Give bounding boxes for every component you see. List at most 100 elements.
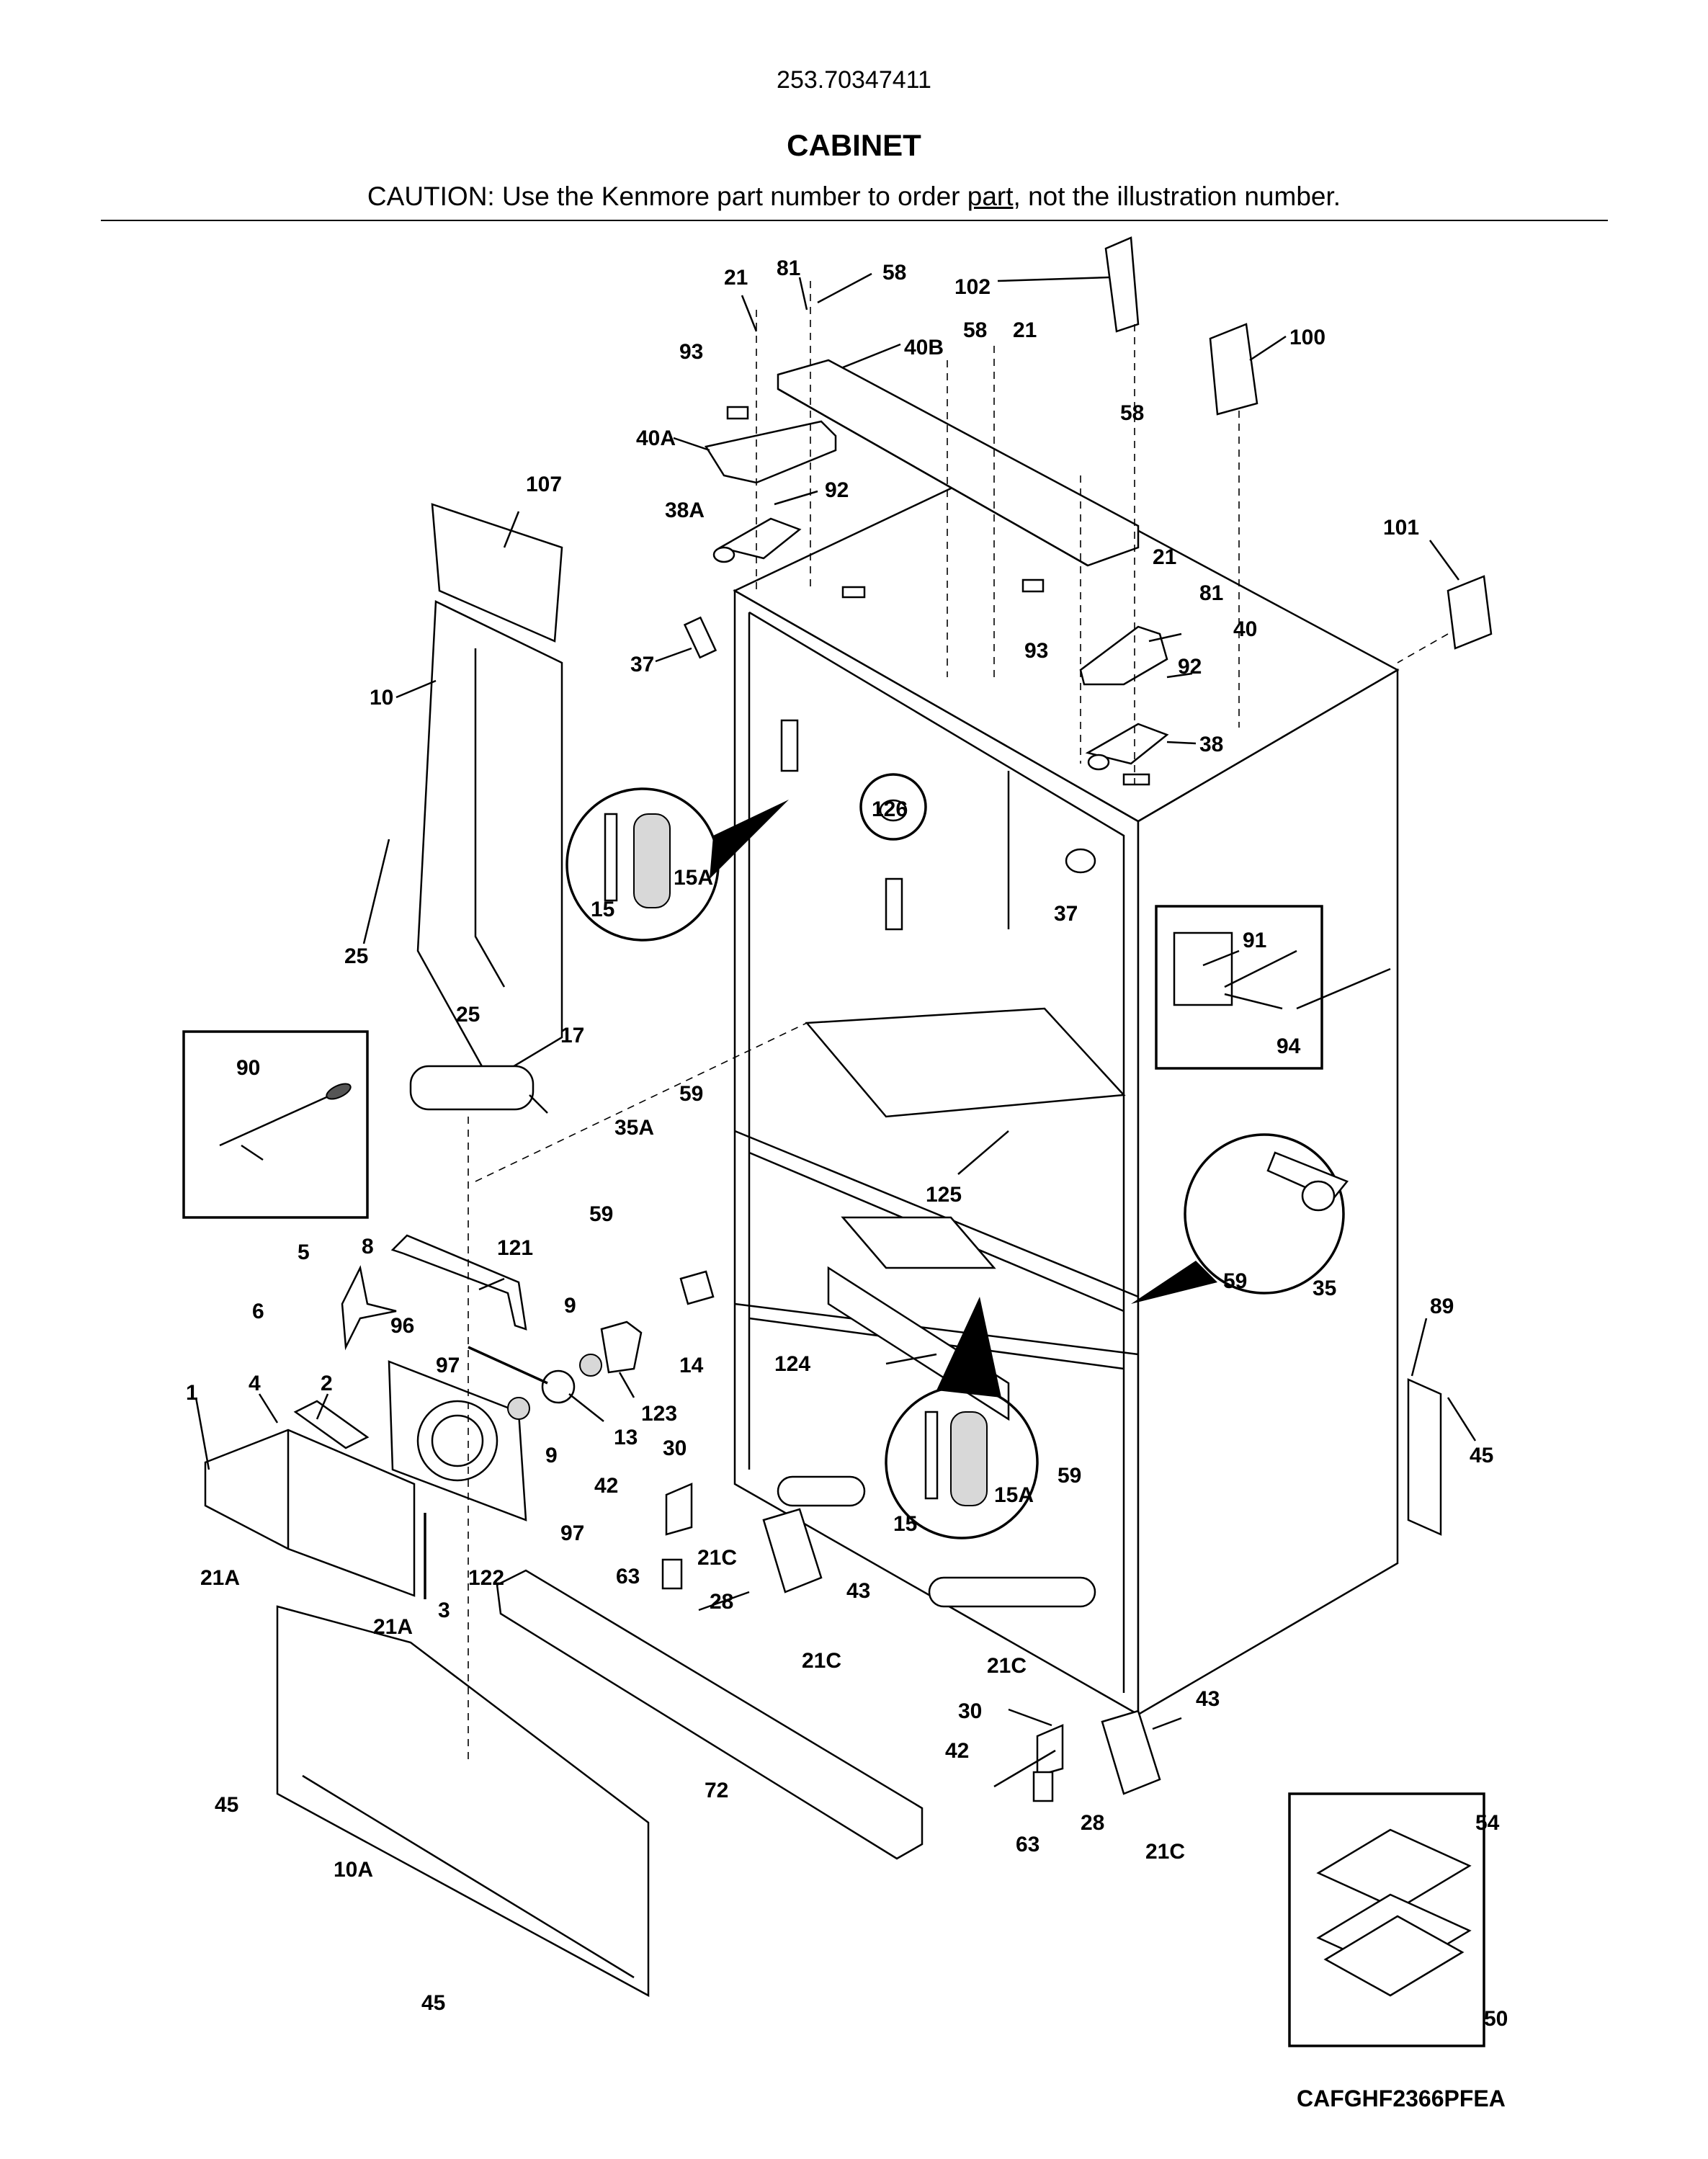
part-14-clip (679, 1270, 715, 1305)
header-rule (101, 220, 1608, 221)
callout-54: 54 (1475, 1811, 1500, 1835)
part-28-43-hinge-lower-left (762, 1508, 823, 1593)
part-37-bumpers (683, 616, 1096, 874)
part-30-brackets (665, 1483, 1064, 1777)
callout-63: 63 (616, 1565, 640, 1588)
part-91-94-switch (1173, 931, 1297, 1010)
callout-94: 94 (1276, 1034, 1301, 1058)
callout-59: 59 (1223, 1269, 1247, 1293)
callout-17: 17 (560, 1024, 584, 1047)
callout-90: 90 (236, 1056, 260, 1080)
callout-21a: 21A (373, 1615, 413, 1639)
caution-part-link: part (967, 182, 1014, 211)
callout-15a: 15A (674, 866, 713, 890)
callout-15: 15 (591, 898, 614, 921)
part-54-50-icemaker (1316, 1828, 1472, 1997)
callout-96: 96 (390, 1314, 414, 1338)
part-2-clip (293, 1400, 370, 1449)
callout-21: 21 (1013, 318, 1037, 342)
leader-lines (195, 272, 1477, 1788)
callout-21a: 21A (200, 1566, 240, 1590)
callout-21: 21 (724, 266, 748, 290)
callout-9: 9 (564, 1294, 576, 1318)
part-90-sensor (219, 1083, 352, 1147)
callout-81: 81 (777, 256, 800, 280)
callout-28: 28 (710, 1590, 733, 1614)
part-93-stops (726, 406, 1045, 593)
callout-21c: 21C (1145, 1840, 1185, 1864)
callout-45: 45 (1470, 1444, 1493, 1467)
diagram-code: CAFGHF2366PFEA (1297, 2086, 1506, 2111)
callout-101: 101 (1383, 516, 1419, 540)
detail-circle-35 (1184, 1133, 1345, 1295)
section-title: CABINET (787, 128, 921, 162)
callout-40a: 40A (636, 426, 676, 450)
callout-59: 59 (1058, 1464, 1081, 1488)
callout-21c: 21C (987, 1654, 1027, 1678)
callout-124: 124 (774, 1352, 810, 1376)
callout-35a: 35A (614, 1116, 654, 1140)
part-121-rail (390, 1234, 527, 1331)
callout-30: 30 (958, 1699, 982, 1723)
callout-63: 63 (1016, 1833, 1039, 1856)
callout-21c: 21C (802, 1649, 841, 1673)
part-17-damper (409, 1065, 535, 1111)
part-1-evaporator-cover (204, 1429, 416, 1597)
callout-58: 58 (1120, 401, 1144, 425)
part-5-fan-blade (341, 1265, 397, 1351)
part-35-damper-motor (1266, 1151, 1349, 1212)
caution-note: CAUTION: Use the Kenmore part number to … (0, 182, 1708, 212)
callout-8: 8 (362, 1235, 374, 1259)
callout-121: 121 (497, 1236, 533, 1260)
callout-5: 5 (298, 1241, 310, 1264)
callout-91: 91 (1243, 929, 1266, 952)
part-107-duct-cover (431, 503, 563, 643)
callout-107: 107 (526, 473, 562, 496)
part-40b-hinge-cover (777, 359, 1140, 567)
callout-35: 35 (1313, 1277, 1336, 1300)
callout-58: 58 (882, 261, 906, 285)
callout-25: 25 (456, 1003, 480, 1027)
callout-10: 10 (370, 686, 393, 710)
callout-3: 3 (438, 1599, 450, 1622)
callout-81: 81 (1199, 581, 1223, 605)
detail-pointer-bottom (936, 1297, 1001, 1398)
callout-25: 25 (344, 944, 368, 968)
callout-38a: 38A (665, 499, 705, 522)
callout-43: 43 (1196, 1687, 1220, 1711)
callout-15a: 15A (994, 1483, 1034, 1507)
callout-21: 21 (1153, 545, 1176, 569)
callout-100: 100 (1289, 326, 1325, 349)
callout-15: 15 (893, 1512, 917, 1536)
callout-93: 93 (679, 340, 703, 364)
callout-10a: 10A (334, 1858, 373, 1882)
caution-prefix: CAUTION: Use the Kenmore part number to … (367, 182, 967, 211)
callout-92: 92 (1178, 655, 1202, 679)
part-28-43-hinge-lower-right (1101, 1709, 1161, 1795)
callout-38: 38 (1199, 733, 1223, 756)
inset-91-frame (1155, 905, 1323, 1070)
part-40-hinge (1079, 625, 1168, 686)
callout-59: 59 (589, 1202, 613, 1226)
callout-58: 58 (963, 318, 987, 342)
part-38-hinge-plate (1085, 723, 1169, 771)
assembly-lines (468, 281, 1449, 1765)
callout-21c: 21C (697, 1546, 737, 1570)
callout-42: 42 (594, 1474, 618, 1498)
callout-28: 28 (1081, 1811, 1104, 1835)
callout-125: 125 (926, 1183, 962, 1207)
part-123-bracket (600, 1320, 643, 1374)
callout-93: 93 (1024, 639, 1048, 663)
part-40a-hinge (704, 420, 837, 484)
callout-13: 13 (614, 1426, 638, 1449)
callout-37: 37 (1054, 902, 1078, 926)
callout-4: 4 (249, 1372, 261, 1395)
callout-30: 30 (663, 1436, 687, 1460)
callout-72: 72 (705, 1779, 728, 1802)
part-72-grille (496, 1569, 924, 1860)
callout-40b: 40B (904, 336, 944, 359)
inset-90-frame (182, 1030, 369, 1219)
part-13-motor (468, 1346, 576, 1404)
model-number: 253.70347411 (777, 66, 931, 94)
